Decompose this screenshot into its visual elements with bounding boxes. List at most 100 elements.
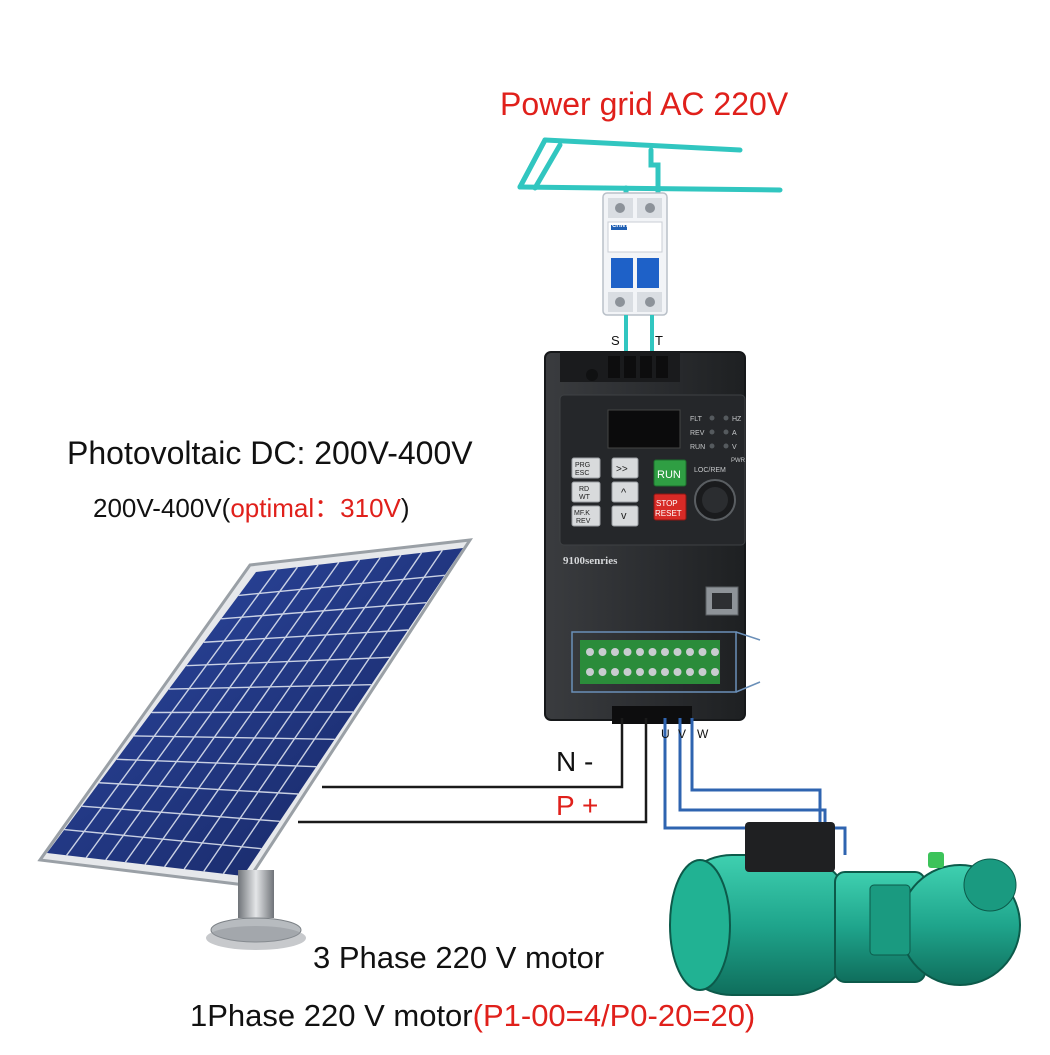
terminal-screw — [698, 668, 707, 676]
mfk-label-b: REV — [576, 518, 591, 525]
panel-cell-line — [238, 574, 445, 597]
terminal-s-label: S — [611, 333, 620, 348]
prg-esc-button[interactable] — [571, 457, 601, 479]
mfk-label-a: MF.K — [574, 510, 590, 517]
motor-junction-box — [745, 822, 835, 872]
stop-label-b: RESET — [655, 509, 682, 518]
grid-drop-t — [648, 147, 661, 198]
grid-line-bottom — [517, 184, 783, 193]
terminal-t-label: T — [655, 333, 663, 348]
rd-label-b: WT — [579, 494, 591, 501]
up-label: ^ — [621, 487, 627, 499]
terminal-screw — [698, 648, 707, 656]
panel-cell-line — [186, 656, 390, 667]
wire-p-positive — [298, 718, 648, 824]
pv-optimal: optimal：310V — [230, 493, 401, 523]
terminal-screw — [661, 648, 669, 656]
terminal-screw — [598, 668, 607, 676]
up-button[interactable] — [611, 481, 639, 503]
grid-line-diagonal-3 — [532, 142, 563, 191]
stop-reset-button[interactable] — [653, 493, 687, 521]
control-terminal-block — [580, 640, 720, 684]
panel-cell-line — [134, 735, 335, 741]
indicator-pwr: PWR — [731, 458, 746, 464]
terminal-screw — [686, 668, 694, 676]
rd-wt-button[interactable] — [571, 481, 601, 503]
grid-line-top — [542, 137, 743, 153]
run-button[interactable] — [653, 459, 687, 487]
indicator-flt: FLT — [690, 416, 703, 423]
rd-label-a: RD — [579, 486, 589, 493]
indicator-hz: HZ — [732, 416, 742, 423]
pump-motor — [669, 822, 1021, 996]
terminal-screw — [636, 668, 644, 676]
terminal-screw — [586, 668, 594, 676]
terminal-screw — [586, 648, 594, 656]
circuit-breaker — [602, 192, 668, 316]
terminal-screw — [711, 648, 719, 656]
terminal-screw — [623, 668, 632, 676]
one-phase-params: (P1-00=4/P0-20=20) — [472, 998, 756, 1033]
terminal-screw — [623, 648, 632, 656]
mf-k-rev-button[interactable] — [571, 505, 601, 527]
solar-panel — [37, 538, 473, 950]
wire-w — [690, 718, 822, 825]
grid-lines — [517, 137, 783, 198]
pv-title: Photovoltaic DC: 200V-400V — [67, 435, 473, 471]
stop-label-a: STOP — [656, 499, 678, 508]
terminal-screw — [686, 648, 694, 656]
output-w-label: W — [697, 727, 709, 741]
grid-wires-to-inverter — [624, 315, 654, 358]
terminal-screw — [673, 668, 682, 676]
indicator-locrem: LOC/REM — [694, 467, 726, 474]
panel-cell-line — [64, 828, 262, 850]
pv-paren-open: ( — [221, 493, 231, 523]
pv-paren-close: ) — [400, 493, 410, 523]
pv-range-line: 200V-400V(optimal：310V) — [93, 488, 410, 525]
output-v-label: V — [678, 727, 686, 741]
one-phase-label: 1Phase 220 V motor — [190, 998, 473, 1033]
output-u-label: U — [661, 727, 670, 741]
terminal-screw — [648, 648, 657, 656]
down-label: v — [621, 510, 627, 522]
indicator-run: RUN — [690, 444, 705, 451]
terminal-screw — [661, 668, 669, 676]
shift-button[interactable] — [611, 457, 639, 479]
grid-title: Power grid AC 220V — [500, 86, 789, 122]
inverter — [544, 351, 761, 724]
panel-cell-line — [116, 758, 317, 768]
terminal-screw — [611, 648, 619, 656]
terminal-screw — [711, 668, 719, 676]
terminal-screw — [648, 668, 657, 676]
one-phase-line: 1Phase 220 V motor(P1-00=4/P0-20=20) — [190, 998, 755, 1034]
three-phase-label: 3 Phase 220 V motor — [313, 940, 605, 975]
panel-cell-line — [221, 601, 427, 620]
panel-cell-line — [151, 711, 354, 714]
panel-cell-line — [81, 805, 280, 823]
terminal-screw — [673, 648, 682, 656]
indicator-v: V — [732, 444, 737, 451]
indicator-a: A — [732, 430, 737, 437]
dc-positive-label: P + — [556, 790, 599, 821]
wire-n-negative — [322, 718, 624, 789]
panel-cell-line — [203, 629, 409, 643]
grid-line-diagonal-2 — [517, 137, 548, 190]
down-button[interactable] — [611, 505, 639, 527]
terminal-screw — [611, 668, 619, 676]
indicator-rev: REV — [690, 430, 705, 437]
pv-range: 200V-400V — [93, 493, 222, 523]
dc-negative-label: N - — [556, 746, 594, 777]
shift-label: >> — [616, 464, 628, 475]
series-label: 9100senries — [563, 555, 618, 567]
panel-cell-line — [168, 683, 372, 690]
prg-label-a: PRG — [575, 462, 590, 469]
terminal-screw — [598, 648, 607, 656]
panel-cell-line — [99, 782, 299, 795]
run-label: RUN — [657, 469, 681, 481]
dc-wires — [298, 718, 648, 824]
terminal-screw — [636, 648, 644, 656]
inverter-display — [607, 409, 681, 449]
prg-label-b: ESC — [575, 470, 589, 477]
